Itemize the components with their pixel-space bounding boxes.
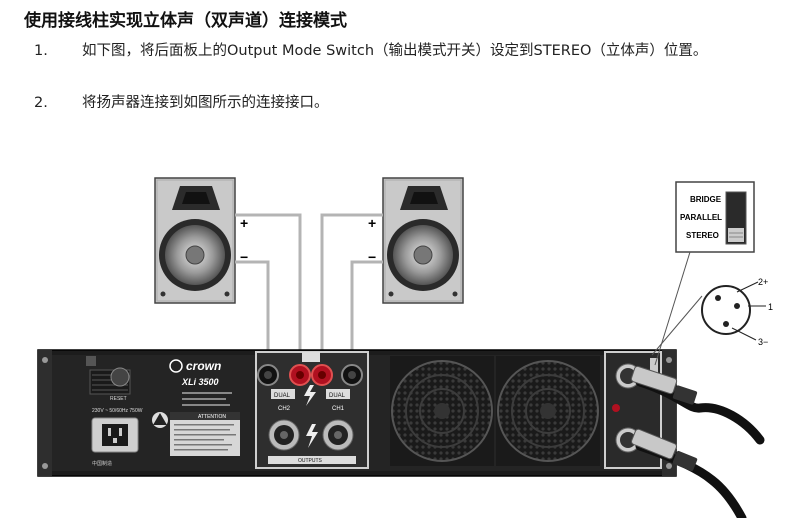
ch1-label: CH1 xyxy=(332,406,345,412)
cooling-fan-right xyxy=(496,356,600,466)
step-number: 2. xyxy=(34,95,48,111)
xlr-pin2-label: 2+ xyxy=(758,277,768,287)
left-speaker xyxy=(154,177,236,304)
reset-label: RESET xyxy=(110,396,127,402)
attention-label: ATTENTION xyxy=(198,414,226,420)
mode-parallel-label: PARALLEL xyxy=(680,213,722,222)
xlr-pin3-label: 3− xyxy=(758,337,768,347)
dual-label-left: DUAL xyxy=(274,393,291,399)
xlr-pin-diagram xyxy=(651,281,766,356)
step-text: 将扬声器连接到如图所示的连接接口。 xyxy=(82,95,329,111)
xlr-cable-top xyxy=(630,365,765,445)
mode-stereo-label: STEREO xyxy=(686,231,719,240)
right-minus-label: − xyxy=(368,249,376,265)
outputs-label: OUTPUTS xyxy=(298,458,323,464)
brand-logo: crown xyxy=(186,359,221,373)
xlr-pin1-label: 1 xyxy=(768,302,773,312)
ch2-label: CH2 xyxy=(278,406,291,412)
xlr-cable-bottom xyxy=(631,428,747,518)
right-plus-label: + xyxy=(368,215,376,231)
cooling-fan-left xyxy=(390,356,494,466)
left-plus-label: + xyxy=(240,215,248,231)
model-name: XLi 3500 xyxy=(181,377,219,387)
power-rating: 230V ~ 50/60Hz 750W xyxy=(92,408,143,414)
right-speaker xyxy=(382,177,464,304)
step-number: 1. xyxy=(34,43,48,59)
step-text: 如下图，将后面板上的Output Mode Switch（输出模式开关）设定到S… xyxy=(82,43,708,59)
page-title: 使用接线柱实现立体声（双声道）连接模式 xyxy=(24,11,347,31)
mode-switch-callout xyxy=(654,181,755,366)
left-minus-label: − xyxy=(240,249,248,265)
amplifier-rear-panel: RESET 230V ~ 50/60Hz 750W 中国制造 crown XLi… xyxy=(37,349,677,477)
made-in-label: 中国制造 xyxy=(92,460,112,467)
dual-label-right: DUAL xyxy=(329,393,346,399)
mode-bridge-label: BRIDGE xyxy=(690,195,722,204)
speaker-wires xyxy=(235,213,383,365)
